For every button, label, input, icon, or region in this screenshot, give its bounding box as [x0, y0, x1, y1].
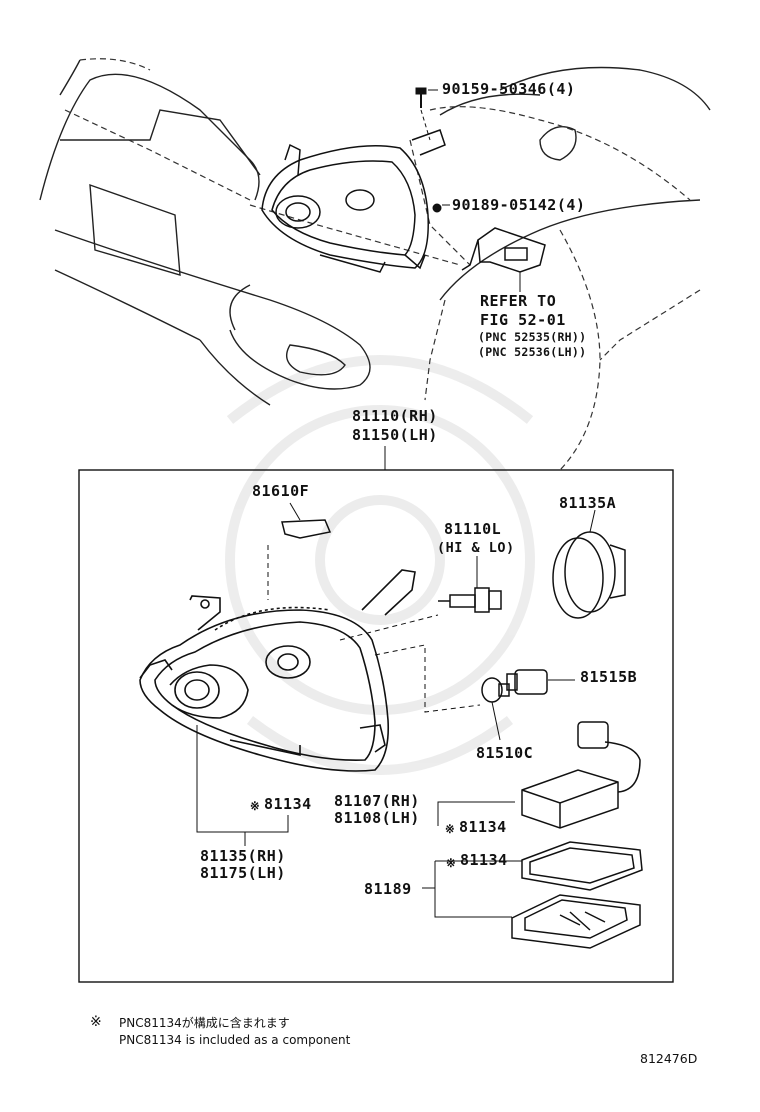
label-bolt-90159[interactable]: 90159-50346(4) [442, 80, 576, 98]
ring-leader [589, 509, 596, 533]
label-81134-a[interactable]: 81134 [264, 795, 312, 813]
label-bulb-81110L[interactable]: 81110L [444, 520, 502, 538]
coverset-bracket-leader [434, 861, 512, 918]
gasket-81189 [521, 841, 643, 891]
label-assembly-lh[interactable]: 81150(LH) [352, 426, 438, 444]
footnote-japanese: PNC81134が構成に含まれます [119, 1016, 290, 1030]
label-81134-b[interactable]: 81134 [459, 818, 507, 836]
lamp-cover-81610F [281, 519, 332, 539]
label-81134-c[interactable]: 81134 [460, 851, 508, 869]
label-refer-pnc-rh: (PNC 52535(RH)) [478, 330, 587, 344]
component-mark-c: ※ [446, 856, 456, 870]
label-ballast-lh[interactable]: 81108(LH) [334, 809, 420, 827]
assembly-frame [78, 469, 674, 983]
label-ring-81135A[interactable]: 81135A [559, 494, 617, 512]
installed-headlamp [261, 129, 446, 273]
bulb-dashed [339, 614, 439, 641]
ballast-unit [521, 721, 641, 829]
label-refer-line2[interactable]: FIG 52-01 [480, 311, 566, 329]
bolt-dashed [420, 109, 431, 141]
footnote-english: PNC81134 is included as a component [119, 1033, 351, 1047]
nut-icon [432, 203, 442, 213]
hid-bulb-81110L [438, 587, 502, 613]
bolt-icon [415, 87, 427, 108]
label-ballast-rh[interactable]: 81107(RH) [334, 792, 420, 810]
label-assembly-rh[interactable]: 81110(RH) [352, 407, 438, 425]
component-mark-a: ※ [250, 799, 260, 813]
vehicle-front-outline [39, 59, 711, 406]
footnote-mark: ※ [90, 1014, 102, 1030]
label-unit-rh[interactable]: 81135(RH) [200, 847, 286, 865]
label-socket-81515B[interactable]: 81515B [580, 668, 638, 686]
label-nut-90189[interactable]: 90189-05142(4) [452, 196, 586, 214]
vehicle-dashed-lines [64, 58, 701, 471]
small-bulb-81510C [481, 677, 510, 703]
cover-plate-81189 [511, 894, 641, 949]
watermark-logo [225, 355, 535, 775]
label-bulb-hi-lo: (HI & LO) [437, 540, 515, 556]
bulb-socket-81515B [506, 669, 548, 695]
retaining-ring-81135A [552, 531, 626, 619]
ballast-bracket-leader [437, 801, 515, 815]
unit-bracket-leader [196, 725, 289, 833]
component-mark-b: ※ [445, 822, 455, 836]
cover-leader [289, 502, 301, 521]
small-bulb-leader [491, 701, 501, 741]
label-unit-lh[interactable]: 81175(LH) [200, 864, 286, 882]
figure-id: 812476D [640, 1051, 698, 1066]
label-small-bulb-81510C[interactable]: 81510C [476, 744, 534, 762]
label-refer-line1[interactable]: REFER TO [480, 292, 557, 310]
label-cover-81610F[interactable]: 81610F [252, 482, 310, 500]
socket-dashed [374, 644, 481, 713]
label-cover-set-81189[interactable]: 81189 [364, 880, 412, 898]
mounting-bracket [461, 227, 546, 273]
label-refer-pnc-lh: (PNC 52536(LH)) [478, 345, 587, 359]
headlamp-assembly [139, 569, 416, 772]
